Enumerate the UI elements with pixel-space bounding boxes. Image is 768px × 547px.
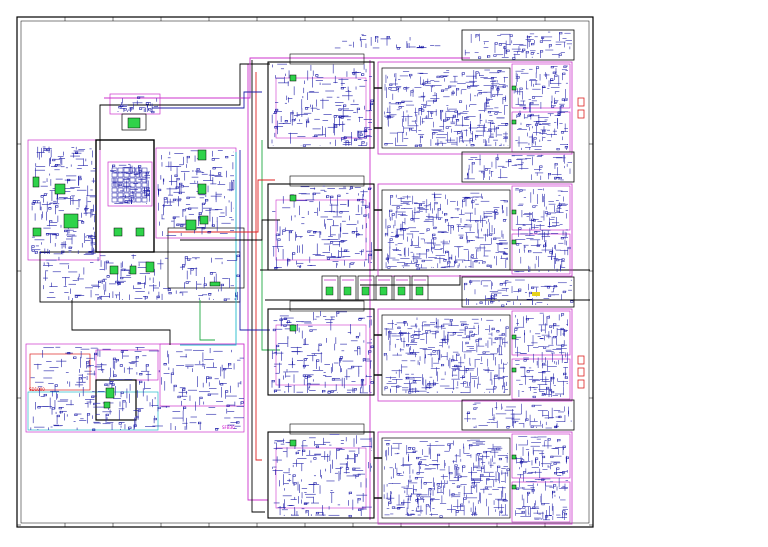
- circuit-cluster: [464, 31, 572, 60]
- circuit-cluster: [42, 254, 240, 301]
- circuit-cluster: [464, 279, 574, 307]
- block-corner-label: SFB30: [222, 425, 235, 430]
- terminal-marker: [577, 97, 585, 107]
- circuit-cluster: [157, 150, 235, 236]
- channel-block: [267, 151, 575, 277]
- channel-block: [267, 29, 575, 155]
- strip-module: [357, 275, 375, 301]
- terminal-marker: [577, 379, 585, 389]
- ic-chip: [197, 183, 207, 195]
- ic-chip: [113, 227, 123, 237]
- ic-chip: [109, 265, 119, 275]
- terminal-marker: [577, 109, 585, 119]
- component-symbols: [32, 74, 585, 490]
- ic-chip: [289, 324, 297, 332]
- circuit-cluster: [31, 146, 96, 255]
- terminal-marker: [577, 367, 585, 377]
- highlight-mark: [532, 292, 540, 296]
- ic-chip: [511, 85, 517, 91]
- strip-module: [411, 275, 429, 301]
- ic-chip: [32, 176, 40, 188]
- ic-chip: [511, 119, 517, 125]
- ic-chip: [511, 334, 517, 340]
- ic-chip: [199, 215, 209, 225]
- memory-array: [111, 167, 148, 203]
- circuit-cluster: [272, 185, 373, 270]
- ic-chip: [135, 227, 145, 237]
- circuit-cluster: [30, 346, 244, 431]
- ic-chip: [185, 219, 197, 231]
- ic-chip: [511, 484, 517, 490]
- circuit-cluster: [514, 436, 569, 521]
- channel-block: [267, 276, 575, 402]
- strip-module: [321, 275, 339, 301]
- circuit-cluster: [271, 311, 374, 394]
- ic-chip: [32, 227, 42, 237]
- ic-chip: [289, 74, 297, 82]
- circuit-cluster: [117, 96, 158, 114]
- connector-strip: [321, 275, 429, 301]
- circuit-cluster: [464, 402, 572, 429]
- circuit-cluster: [514, 188, 571, 273]
- terminal-marker: [577, 355, 585, 365]
- ic-chip: [127, 117, 141, 129]
- circuit-cluster: [271, 63, 374, 147]
- power-supply-block: [25, 343, 245, 433]
- circuit-cluster: [383, 317, 509, 394]
- circuit-cluster: [384, 69, 509, 147]
- ic-chip: [54, 183, 66, 195]
- circuit-cluster: [384, 192, 508, 270]
- strip-module: [339, 275, 357, 301]
- strip-module: [375, 275, 393, 301]
- strip-module: [393, 275, 411, 301]
- circuit-cluster: [514, 312, 569, 399]
- ic-chip: [289, 194, 297, 202]
- circuit-cluster: [513, 65, 568, 151]
- channel-block: [267, 399, 575, 525]
- channel-blocks: [267, 29, 575, 525]
- circuit-cluster: [334, 34, 441, 50]
- circuit-detail: [30, 31, 574, 521]
- ic-chip: [145, 261, 155, 273]
- circuit-cluster: [383, 439, 510, 518]
- circuit-cluster: [272, 434, 373, 518]
- ic-chip: [511, 209, 517, 215]
- block-tag-label: SD1000: [29, 387, 45, 392]
- circuit-cluster: [464, 154, 572, 181]
- ic-chip: [511, 454, 517, 460]
- ic-chip: [105, 387, 115, 399]
- ic-chip: [103, 401, 111, 409]
- ic-chip: [197, 149, 207, 161]
- ic-chip: [511, 367, 517, 373]
- ic-chip: [63, 213, 79, 229]
- ic-chip: [511, 239, 517, 245]
- sheet-frame: [16, 16, 594, 528]
- ic-chip: [209, 281, 221, 287]
- ic-chip: [129, 265, 137, 275]
- ic-chip: [289, 439, 297, 447]
